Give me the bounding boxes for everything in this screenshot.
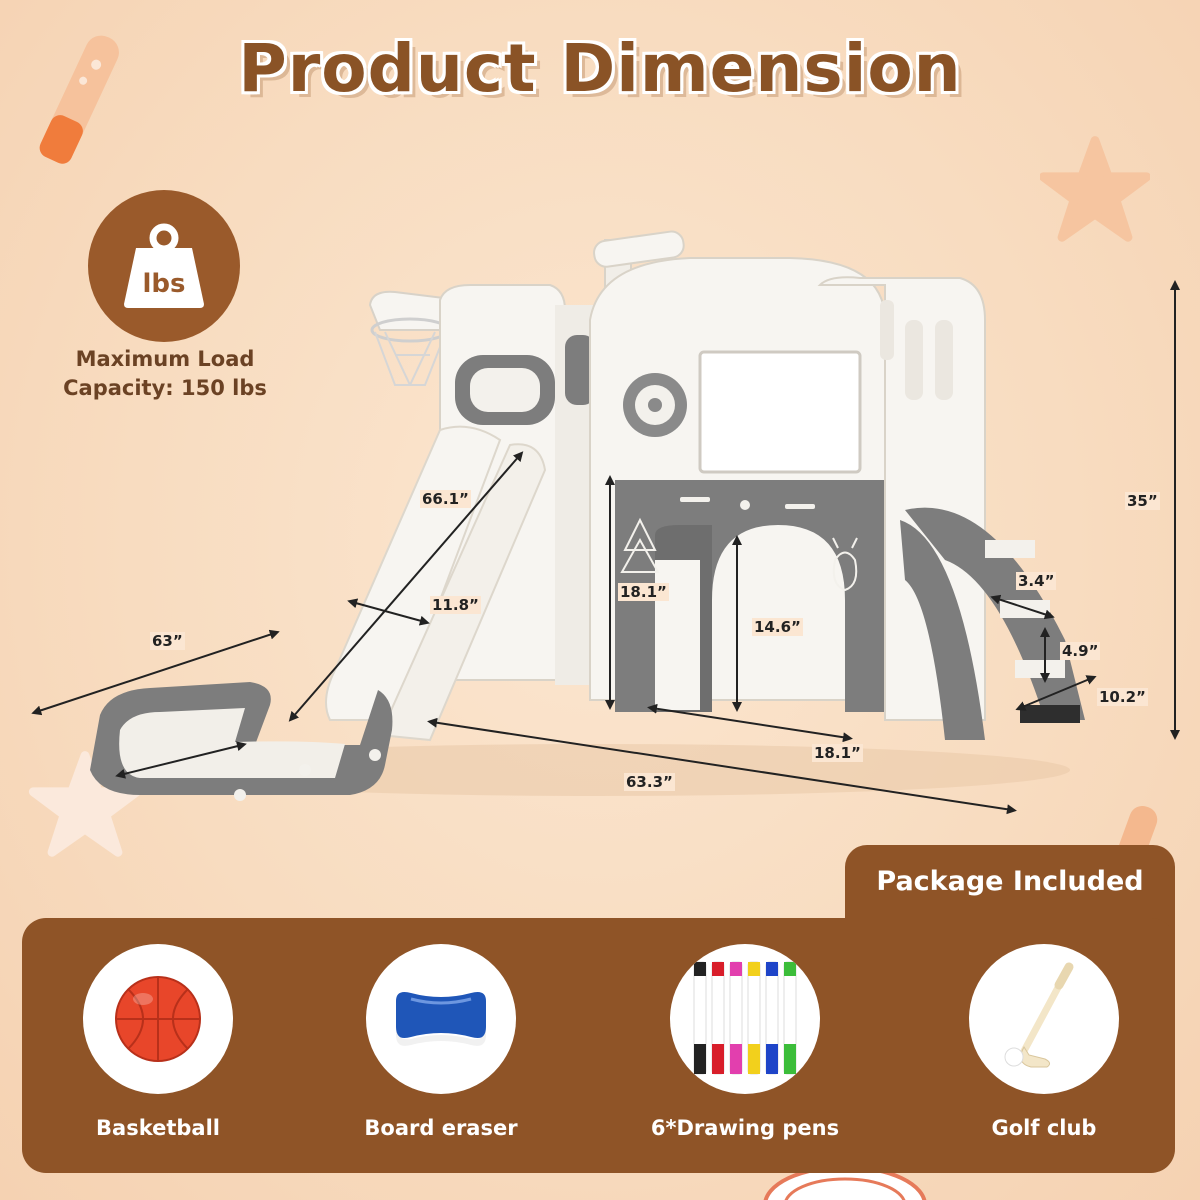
dim-arch-height: 18.1” xyxy=(618,583,669,601)
dim-stair-width: 10.2” xyxy=(1097,688,1148,706)
playset-illustration xyxy=(31,230,1180,815)
dim-slide-width: 11.8” xyxy=(430,596,481,614)
pens-icon xyxy=(693,961,797,1075)
dim-slide-length: 66.1” xyxy=(420,490,471,508)
crayon-decoration-top-left xyxy=(39,35,119,164)
package-item-golf-club: Golf club xyxy=(934,944,1154,1164)
weight-icon: lbs xyxy=(124,223,204,308)
star-decoration-top-right xyxy=(1040,136,1150,242)
golf-club-image xyxy=(969,944,1119,1094)
dim-step-width: 3.4” xyxy=(1016,572,1057,590)
package-item-basketball: Basketball xyxy=(48,944,268,1164)
page-title: Product Dimension xyxy=(238,30,962,107)
package-item-label: 6*Drawing pens xyxy=(650,1116,840,1140)
weight-icon-text: lbs xyxy=(143,269,186,299)
max-load-line1: Maximum Load xyxy=(75,347,255,371)
max-load-label: Maximum Load Capacity: 150 lbs xyxy=(40,345,290,403)
package-item-label: Board eraser xyxy=(364,1116,518,1140)
pens-image xyxy=(670,944,820,1094)
dimension-lines xyxy=(31,280,1180,815)
dim-arch-width: 18.1” xyxy=(812,744,863,762)
dim-tunnel-height: 14.6” xyxy=(752,618,803,636)
package-title: Package Included xyxy=(876,866,1144,897)
weight-badge: lbs xyxy=(88,190,240,342)
basketball-icon xyxy=(115,976,201,1062)
package-item-label: Golf club xyxy=(991,1116,1097,1140)
eraser-icon xyxy=(396,992,486,1046)
dim-total-height: 35” xyxy=(1125,492,1160,510)
dim-step-height: 4.9” xyxy=(1060,642,1101,660)
dim-side-depth: 63” xyxy=(150,632,185,650)
package-item-eraser: Board eraser xyxy=(331,944,551,1164)
eraser-image xyxy=(366,944,516,1094)
package-item-pens: 6*Drawing pens xyxy=(635,944,855,1164)
package-item-label: Basketball xyxy=(96,1116,220,1140)
basketball-image xyxy=(83,944,233,1094)
dim-total-length: 63.3” xyxy=(624,773,675,791)
max-load-line2: Capacity: 150 lbs xyxy=(63,376,267,400)
golf-club-icon xyxy=(1004,962,1074,1068)
